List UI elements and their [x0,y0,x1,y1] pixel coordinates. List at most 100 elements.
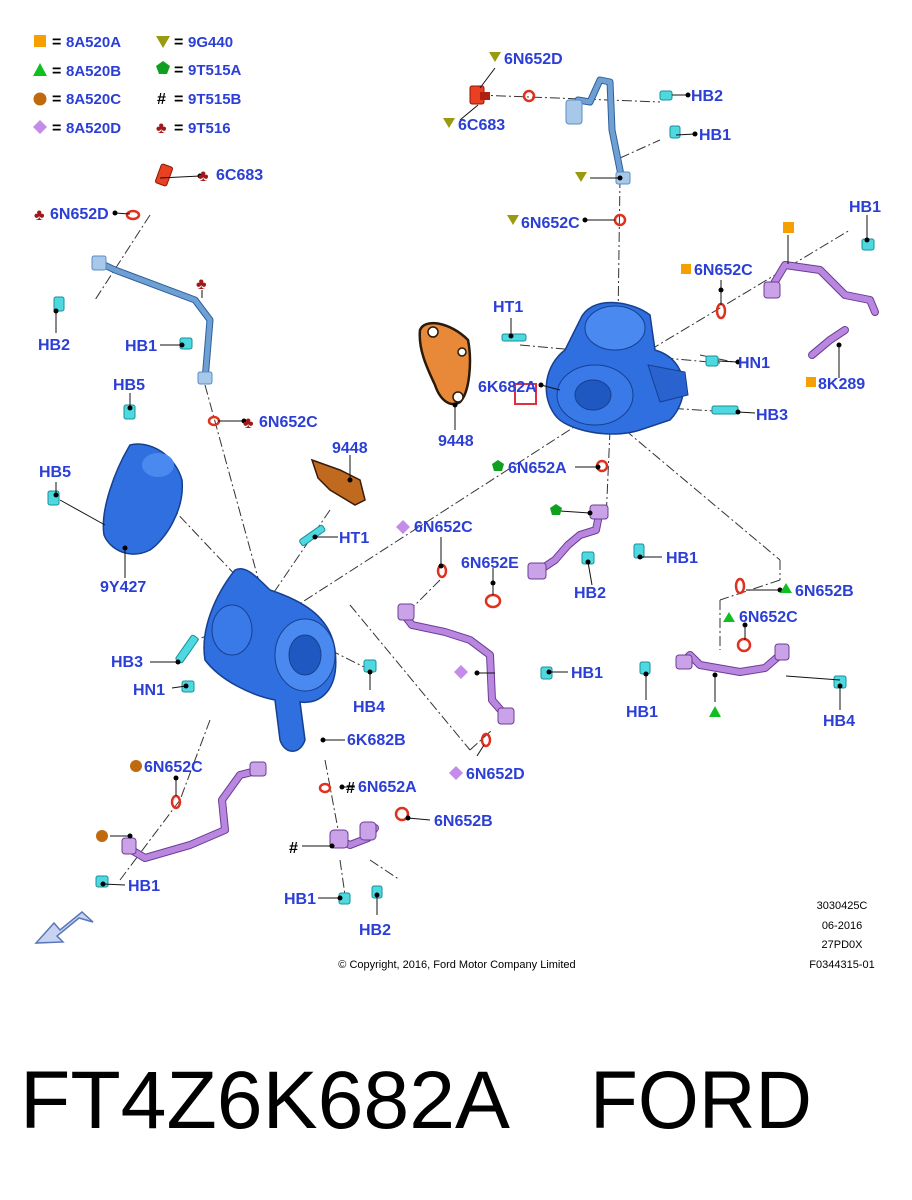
callout-hb2-left: HB2 [38,337,70,354]
oil-feed-pipe-left [91,255,214,385]
callout-hb2-top: HB2 [691,88,723,105]
callout-6n652c-left: 6N652C [259,414,318,431]
oring-6n652d-top [522,89,536,103]
legend-club-symbol: ♣ [156,120,167,137]
callout-hb1-top: HB1 [699,127,731,144]
callout-6n652c-right: 6N652C [694,262,753,279]
callout-6k682b: 6K682B [347,732,406,749]
callout-6n652b-bottom: 6N652B [434,813,493,830]
callout-symbols [96,52,816,842]
brand-caption: FORD [590,1055,812,1146]
callout-hb1-bottom2: HB1 [284,891,316,908]
meta-code: 27PD0X [822,939,864,951]
front-direction-arrow-icon [34,911,94,944]
oring-6n652c-top [613,213,627,227]
callout-hb5-a: HB5 [113,377,145,394]
legend-code-9t515b: 9T515B [188,91,242,108]
legend-triangle-up-symbol [33,63,47,76]
callout-9y427: 9Y427 [100,579,146,596]
callout-hb1-right2: HB1 [626,704,658,721]
oil-feed-pipe-upper [565,76,631,185]
club-symbol-6n652c: ♣ [243,415,254,432]
heat-shield-9y427 [102,443,183,555]
pipe-8k289 [763,261,879,359]
stud-ht1-right [501,333,527,342]
oring-6n652e [484,593,502,609]
callout-6n652c-top: 6N652C [521,215,580,232]
oring-6n652d-mid [480,732,492,748]
callout-hb2-mid: HB2 [574,585,606,602]
callout-leaders [55,67,868,915]
turbocharger-6k682b [203,568,337,752]
callout-6n652a-bottom: 6N652A [358,779,417,796]
callout-6n652d-mid: 6N652D [466,766,525,783]
legend-triangle-down-symbol [156,36,170,48]
callout-hb1-right: HB1 [849,199,881,216]
callout-ht1-top: HT1 [493,299,523,316]
coolant-pipe-right-lower [675,643,790,676]
legend-equals: = [174,62,183,79]
callout-hn1-right: HN1 [738,355,770,372]
oring-6n652c-bottom [170,794,182,810]
callout-hb5-b: HB5 [39,464,71,481]
oil-return-pipe-left [121,761,267,862]
copyright-notice: © Copyright, 2016, Ford Motor Company Li… [338,959,575,971]
legend-diamond-symbol [33,120,47,134]
legend-code-8a520d: 8A520D [66,120,121,137]
part-highlight-marker [514,383,537,405]
hash-symbol-fitting: # [289,840,298,857]
callout-hb1-mid2: HB1 [571,665,603,682]
callout-6c683-left: 6C683 [216,167,263,184]
callout-hb3-right: HB3 [756,407,788,424]
callout-6n652c-mid: 6N652C [414,519,473,536]
turbocharger-6k682a [545,301,689,435]
legend: = 8A520A = 9G440 = 8A520B = 9T515A = 8A5… [33,34,242,137]
callout-6n652d-left: 6N652D [50,206,109,223]
legend-hash-symbol: # [157,91,166,108]
oring-6n652c-right2 [736,637,752,653]
oring-6n652d-left [125,209,141,221]
callout-6n652b-right: 6N652B [795,583,854,600]
legend-code-9t516: 9T516 [188,120,231,137]
meta-figure-id: F0344315-01 [809,959,874,971]
oring-6n652c-right [715,302,727,320]
legend-equals: = [52,63,61,80]
oring-6n652a-bottom [318,782,332,794]
hash-symbol-6n652a: # [346,780,355,797]
banjo-bolt-6c683-top [469,85,490,105]
gasket-9448-right [418,321,472,406]
callout-hb1-mid: HB1 [666,550,698,567]
callout-hb4-mid: HB4 [353,699,385,716]
callout-hb4-right: HB4 [823,713,855,730]
club-symbol-6n652d: ♣ [34,207,45,224]
legend-code-8a520a: 8A520A [66,34,121,51]
callout-6n652e: 6N652E [461,555,519,572]
oring-6n652b-right [734,577,746,595]
fastener-bolts [47,90,875,905]
callout-9448-left: 9448 [332,440,368,457]
legend-code-9g440: 9G440 [188,34,233,51]
callout-6n652a-top: 6N652A [508,460,567,477]
oring-6n652b-bottom [394,806,410,822]
banjo-bolt-6c683-left [155,163,173,187]
coolant-fitting-bottom [329,821,379,849]
callout-hb3-left: HB3 [111,654,143,671]
callout-hb1-bottom: HB1 [128,878,160,895]
callout-hn1-left: HN1 [133,682,165,699]
callout-6n652d-top: 6N652D [504,51,563,68]
oring-6n652c-left [207,415,221,427]
drawing-metadata: 3030425C 06-2016 27PD0X F0344315-01 [809,900,874,971]
leader-dots [53,92,870,901]
callout-hb1-left: HB1 [125,338,157,355]
legend-pentagon-symbol [156,61,170,74]
legend-square-symbol [34,35,46,47]
callout-9448-right: 9448 [438,433,474,450]
callout-6n652c-bottom: 6N652C [144,759,203,776]
legend-equals: = [174,34,183,51]
stud-ht1-left [299,524,326,547]
legend-equals: = [52,91,61,108]
club-symbol-6c683: ♣ [198,168,209,185]
legend-equals: = [52,120,61,137]
callout-hb2-bottom: HB2 [359,922,391,939]
